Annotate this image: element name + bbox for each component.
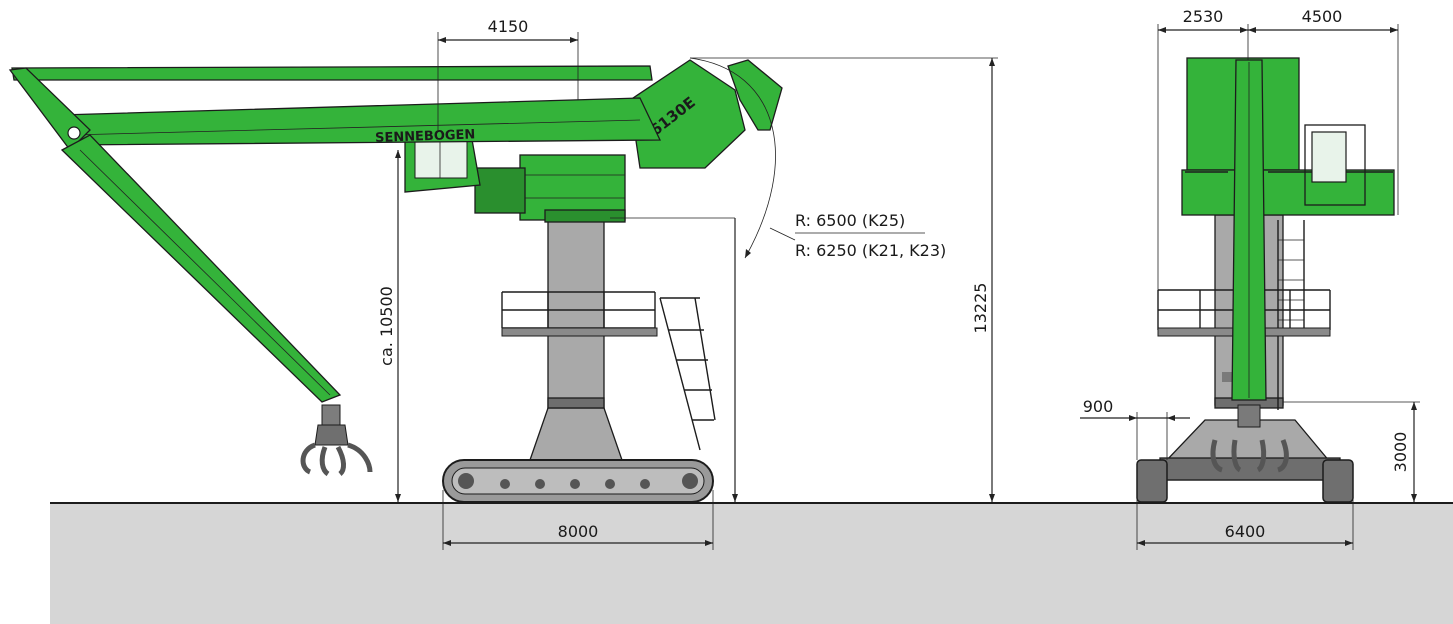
dim-pivot-height-label: ca. 10500 xyxy=(377,286,396,366)
counterweight-housing: 6130E xyxy=(629,59,783,169)
dim-total-height: 13225 xyxy=(690,57,998,502)
radius-k21-k23-label: R: 6250 (K21, K23) xyxy=(795,241,946,260)
crawler-track xyxy=(442,459,714,503)
dim-clearance-height: 3000 xyxy=(1283,401,1420,502)
dim-clearance-height-label: 3000 xyxy=(1391,432,1410,473)
dim-left-width-label: 2530 xyxy=(1183,7,1224,26)
dim-gauge-label: 6400 xyxy=(1225,522,1266,541)
dim-arm-offset: 4150 xyxy=(437,17,579,130)
front-boom xyxy=(1231,59,1267,401)
dim-arm-offset-label: 4150 xyxy=(488,17,529,36)
ground xyxy=(50,502,1453,624)
dim-pivot-height: ca. 10500 xyxy=(377,150,401,502)
front-view: 2530 4500 900 3000 6400 xyxy=(1080,7,1420,550)
front-upper-carriage xyxy=(1181,57,1395,216)
front-grab xyxy=(1210,404,1289,473)
column-pedestal xyxy=(529,217,623,461)
upper-carriage xyxy=(474,154,626,223)
dim-right-width-label: 4500 xyxy=(1302,7,1343,26)
stick-arm xyxy=(8,67,342,403)
dim-track-length: 8000 xyxy=(442,490,714,550)
radius-k25-label: R: 6500 (K25) xyxy=(795,211,905,230)
dim-total-height-label: 13225 xyxy=(971,283,990,334)
tail-radius: R: 6500 (K25) R: 6250 (K21, K23) xyxy=(610,57,946,502)
dim-front-widths: 2530 4500 xyxy=(1157,7,1399,290)
access-ladder xyxy=(659,297,716,451)
front-wheels xyxy=(1136,459,1354,503)
dim-wheel-width-label: 900 xyxy=(1083,397,1114,416)
operator-cab xyxy=(404,127,481,193)
side-view: 6130E SENNEBOGEN xyxy=(8,17,998,550)
dim-wheel-width: 900 xyxy=(1080,397,1190,460)
dim-gauge: 6400 xyxy=(1136,500,1354,550)
brand-text: SENNEBOGEN xyxy=(375,127,476,145)
platform-railing xyxy=(501,291,658,337)
front-ladder xyxy=(1277,220,1305,410)
orange-peel-grab xyxy=(300,404,373,477)
front-undercarriage xyxy=(1159,419,1341,481)
dim-track-length-label: 8000 xyxy=(558,522,599,541)
main-boom: SENNEBOGEN xyxy=(11,65,662,146)
